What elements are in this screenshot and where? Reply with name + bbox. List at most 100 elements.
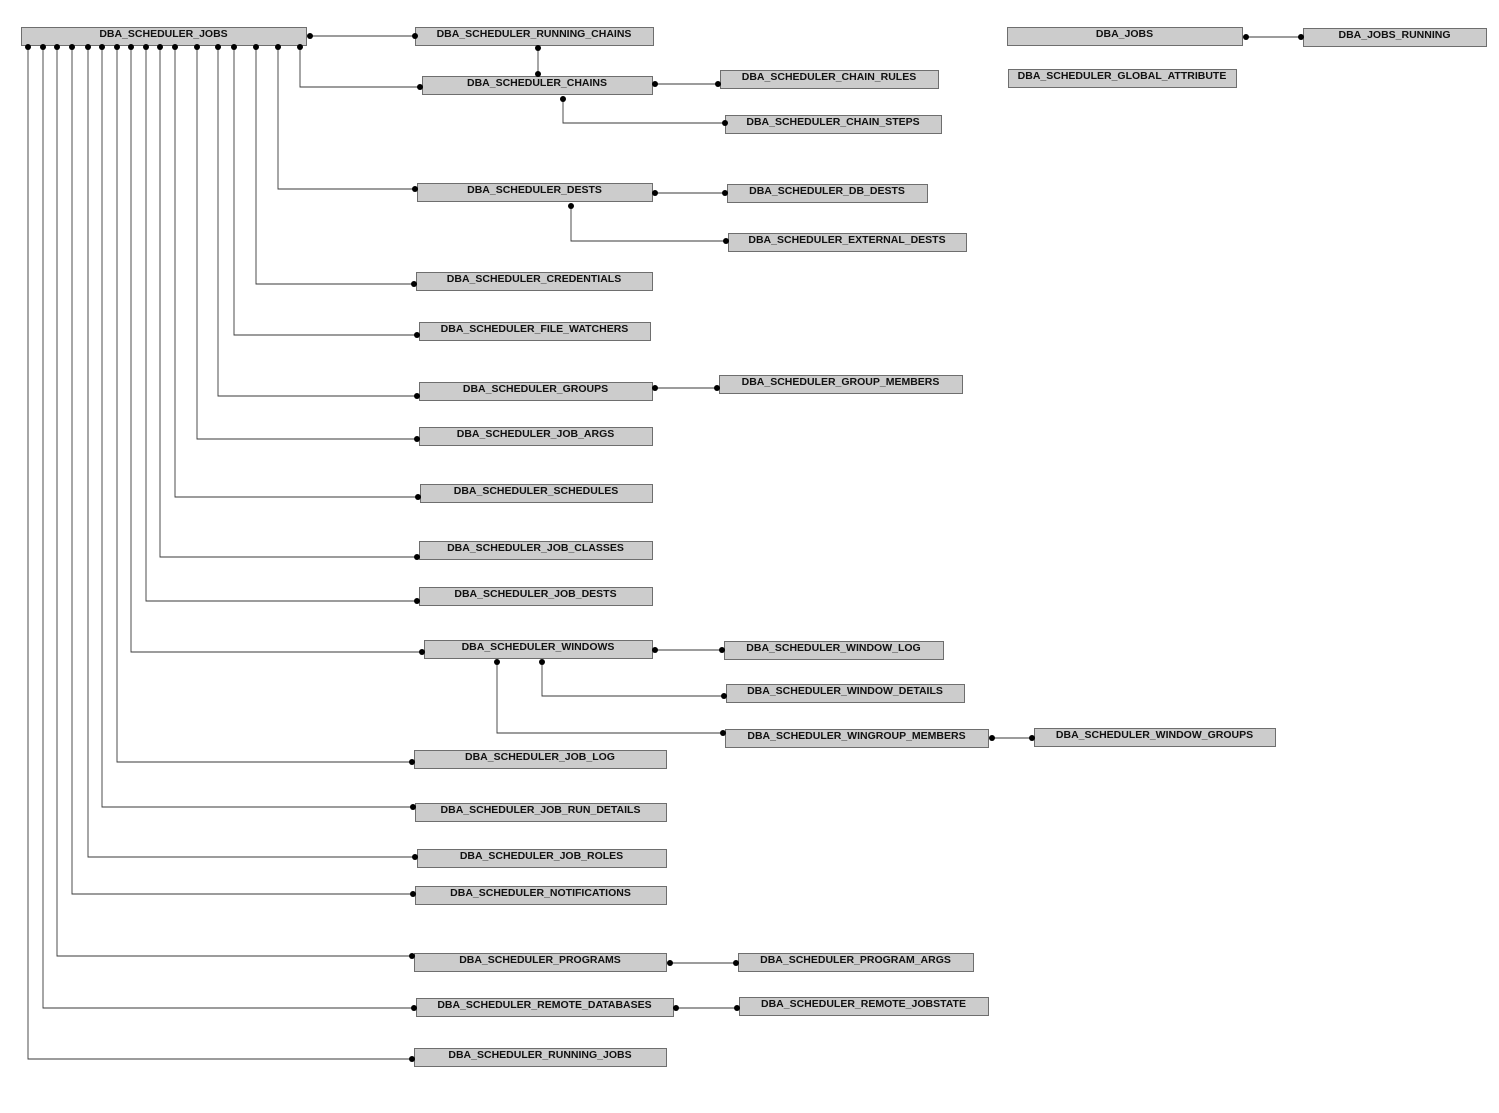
- entity-credentials[interactable]: DBA_SCHEDULER_CREDENTIALS: [416, 272, 653, 291]
- entity-job-run-details[interactable]: DBA_SCHEDULER_JOB_RUN_DETAILS: [415, 803, 667, 822]
- relationship-dot-chains-to-chain-rules-end: [715, 81, 721, 87]
- entity-programs[interactable]: DBA_SCHEDULER_PROGRAMS: [414, 953, 667, 972]
- relationship-endpoints: [25, 33, 1304, 1062]
- relationship-dot-dba-jobs-to-dba-jobs-running-start: [1243, 34, 1249, 40]
- relationship-dot-dests-to-external-dests-start: [568, 203, 574, 209]
- relationship-dot-chains-to-chain-rules-start: [652, 81, 658, 87]
- relationship-dot-jobs-to-file-watchers-end: [414, 332, 420, 338]
- entity-box-group-members[interactable]: [719, 375, 963, 394]
- entity-dba-jobs[interactable]: DBA_JOBS: [1007, 27, 1243, 46]
- entity-box-job-log[interactable]: [414, 750, 667, 769]
- entity-job-classes[interactable]: DBA_SCHEDULER_JOB_CLASSES: [419, 541, 653, 560]
- entity-job-args[interactable]: DBA_SCHEDULER_JOB_ARGS: [419, 427, 653, 446]
- entity-job-roles[interactable]: DBA_SCHEDULER_JOB_ROLES: [417, 849, 667, 868]
- entity-remote-databases[interactable]: DBA_SCHEDULER_REMOTE_DATABASES: [416, 998, 674, 1017]
- entity-program-args[interactable]: DBA_SCHEDULER_PROGRAM_ARGS: [738, 953, 974, 972]
- entity-jobs[interactable]: DBA_SCHEDULER_JOBS: [21, 27, 307, 46]
- entity-label-window-details: DBA_SCHEDULER_WINDOW_DETAILS: [747, 685, 943, 697]
- entity-notifications[interactable]: DBA_SCHEDULER_NOTIFICATIONS: [415, 886, 667, 905]
- relationship-line-jobs-to-job-args: [196, 47, 417, 440]
- entity-box-credentials[interactable]: [416, 272, 653, 291]
- entity-box-wingroup-members[interactable]: [725, 729, 989, 748]
- relationship-dot-groups-to-group-members-end: [714, 385, 720, 391]
- entity-schedules[interactable]: DBA_SCHEDULER_SCHEDULES: [420, 484, 653, 503]
- entity-box-window-details[interactable]: [726, 684, 965, 703]
- entity-windows[interactable]: DBA_SCHEDULER_WINDOWS: [424, 640, 653, 659]
- entity-box-job-run-details[interactable]: [415, 803, 667, 822]
- entity-box-global-attribute[interactable]: [1008, 69, 1237, 88]
- relationship-dot-windows-to-window-log-start: [652, 647, 658, 653]
- relationship-dot-jobs-to-remote-databases-end: [411, 1005, 417, 1011]
- relationship-dot-wingroup-members-to-window-groups-end: [1029, 735, 1035, 741]
- entity-running-jobs[interactable]: DBA_SCHEDULER_RUNNING_JOBS: [414, 1048, 667, 1067]
- entity-label-dba-jobs-running: DBA_JOBS_RUNNING: [1338, 29, 1450, 41]
- entity-label-job-run-details: DBA_SCHEDULER_JOB_RUN_DETAILS: [441, 804, 641, 816]
- entity-label-window-log: DBA_SCHEDULER_WINDOW_LOG: [746, 642, 920, 654]
- entity-box-job-classes[interactable]: [419, 541, 653, 560]
- entity-label-group-members: DBA_SCHEDULER_GROUP_MEMBERS: [742, 376, 940, 388]
- relationship-dot-jobs-to-notifications-start: [69, 44, 75, 50]
- entity-box-schedules[interactable]: [420, 484, 653, 503]
- entity-wingroup-members[interactable]: DBA_SCHEDULER_WINGROUP_MEMBERS: [725, 729, 989, 748]
- entity-groups[interactable]: DBA_SCHEDULER_GROUPS: [419, 382, 653, 401]
- entity-label-job-roles: DBA_SCHEDULER_JOB_ROLES: [460, 850, 623, 862]
- entity-global-attribute[interactable]: DBA_SCHEDULER_GLOBAL_ATTRIBUTE: [1008, 69, 1237, 88]
- relationship-line-jobs-to-schedules: [174, 47, 418, 498]
- entity-file-watchers[interactable]: DBA_SCHEDULER_FILE_WATCHERS: [419, 322, 651, 341]
- entity-label-window-groups: DBA_SCHEDULER_WINDOW_GROUPS: [1056, 729, 1253, 741]
- entity-box-file-watchers[interactable]: [419, 322, 651, 341]
- entity-window-log[interactable]: DBA_SCHEDULER_WINDOW_LOG: [724, 641, 944, 660]
- entity-db-dests[interactable]: DBA_SCHEDULER_DB_DESTS: [727, 184, 928, 203]
- entity-external-dests[interactable]: DBA_SCHEDULER_EXTERNAL_DESTS: [728, 233, 967, 252]
- entity-label-chain-steps: DBA_SCHEDULER_CHAIN_STEPS: [746, 116, 919, 128]
- entity-window-details[interactable]: DBA_SCHEDULER_WINDOW_DETAILS: [726, 684, 965, 703]
- entity-chain-steps[interactable]: DBA_SCHEDULER_CHAIN_STEPS: [725, 115, 942, 134]
- entity-label-windows: DBA_SCHEDULER_WINDOWS: [462, 641, 615, 653]
- relationship-line-jobs-to-job-run-details: [101, 47, 413, 808]
- entity-label-external-dests: DBA_SCHEDULER_EXTERNAL_DESTS: [748, 234, 945, 246]
- entity-box-chain-rules[interactable]: [720, 70, 939, 89]
- relationship-line-chains-to-chain-steps: [562, 99, 725, 124]
- relationship-dot-windows-to-wingroup-members-end: [720, 730, 726, 736]
- entity-window-groups[interactable]: DBA_SCHEDULER_WINDOW_GROUPS: [1034, 728, 1276, 747]
- relationship-dot-dests-to-db-dests-start: [652, 190, 658, 196]
- entity-label-schedules: DBA_SCHEDULER_SCHEDULES: [454, 485, 619, 497]
- relationship-line-jobs-to-groups: [217, 47, 417, 397]
- entity-box-programs[interactable]: [414, 953, 667, 972]
- relationship-dot-jobs-to-schedules-start: [172, 44, 178, 50]
- relationship-line-windows-to-window-details: [541, 662, 724, 697]
- entity-dba-jobs-running[interactable]: DBA_JOBS_RUNNING: [1303, 28, 1487, 47]
- entity-chain-rules[interactable]: DBA_SCHEDULER_CHAIN_RULES: [720, 70, 939, 89]
- entity-group-members[interactable]: DBA_SCHEDULER_GROUP_MEMBERS: [719, 375, 963, 394]
- relationship-line-jobs-to-windows: [130, 47, 422, 653]
- entity-label-wingroup-members: DBA_SCHEDULER_WINGROUP_MEMBERS: [747, 730, 965, 742]
- entity-label-running-jobs: DBA_SCHEDULER_RUNNING_JOBS: [448, 1049, 631, 1061]
- relationship-dot-dests-to-db-dests-end: [722, 190, 728, 196]
- relationship-dot-windows-to-window-details-end: [721, 693, 727, 699]
- entity-dests[interactable]: DBA_SCHEDULER_DESTS: [417, 183, 653, 202]
- relationship-dot-jobs-to-groups-end: [414, 393, 420, 399]
- relationship-dot-remote-databases-to-remote-jobstate-end: [734, 1005, 740, 1011]
- entity-box-dba-jobs[interactable]: [1007, 27, 1243, 46]
- relationship-lines: [27, 35, 1301, 1060]
- relationship-dot-running-chains-to-chains-end: [535, 71, 541, 77]
- entity-running-chains[interactable]: DBA_SCHEDULER_RUNNING_CHAINS: [415, 27, 654, 46]
- relationship-dot-windows-to-window-log-end: [719, 647, 725, 653]
- entity-box-jobs[interactable]: [21, 27, 307, 46]
- entity-label-dests: DBA_SCHEDULER_DESTS: [467, 184, 602, 196]
- entity-boxes: DBA_SCHEDULER_JOBS DBA_SCHEDULER_RUNNING_…: [21, 27, 1487, 1067]
- entity-job-dests[interactable]: DBA_SCHEDULER_JOB_DESTS: [419, 587, 653, 606]
- relationship-line-jobs-to-job-classes: [159, 47, 417, 558]
- entity-box-groups[interactable]: [419, 382, 653, 401]
- entity-job-log[interactable]: DBA_SCHEDULER_JOB_LOG: [414, 750, 667, 769]
- relationship-dot-jobs-to-file-watchers-start: [231, 44, 237, 50]
- relationship-line-jobs-to-job-log: [116, 47, 412, 763]
- relationship-dot-jobs-to-programs-end: [409, 953, 415, 959]
- entity-box-job-args[interactable]: [419, 427, 653, 446]
- entity-label-program-args: DBA_SCHEDULER_PROGRAM_ARGS: [760, 954, 951, 966]
- relationship-line-jobs-to-programs: [56, 47, 412, 957]
- entity-chains[interactable]: DBA_SCHEDULER_CHAINS: [422, 76, 653, 95]
- entity-box-job-dests[interactable]: [419, 587, 653, 606]
- entity-remote-jobstate[interactable]: DBA_SCHEDULER_REMOTE_JOBSTATE: [739, 997, 989, 1016]
- relationship-dot-jobs-to-running-jobs-start: [25, 44, 31, 50]
